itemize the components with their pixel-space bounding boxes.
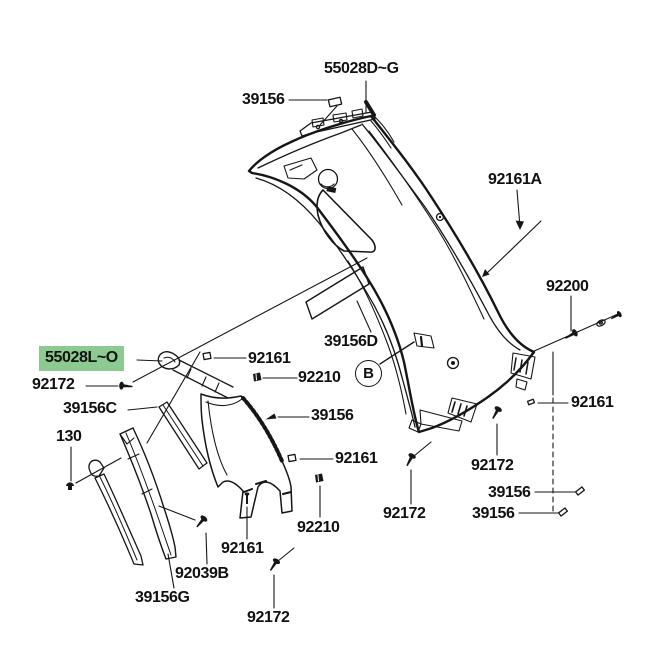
screw-icon	[406, 453, 416, 467]
part-label-55028l-o-highlighted[interactable]: 55028L~O	[39, 346, 124, 371]
part-label-92172-left[interactable]: 92172	[32, 376, 75, 393]
windscreen-bracket-drawing	[299, 100, 395, 149]
rivet-icon	[202, 351, 212, 361]
rivet-icon	[526, 398, 536, 406]
rivet-icon	[66, 482, 74, 490]
screw-icon	[610, 310, 622, 320]
part-label-130[interactable]: 130	[56, 428, 82, 445]
part-label-92039b[interactable]: 92039B	[175, 565, 229, 582]
clip-icon	[253, 372, 262, 382]
part-label-39156-right-lower[interactable]: 39156	[472, 505, 515, 522]
part-label-92172-right[interactable]: 92172	[471, 457, 514, 474]
inner-panel-drawing	[157, 351, 293, 519]
part-label-92200[interactable]: 92200	[546, 278, 589, 295]
screw-icon	[492, 406, 502, 419]
part-label-39156-right-upper[interactable]: 39156	[488, 484, 531, 501]
part-label-39156-mid[interactable]: 39156	[311, 407, 354, 424]
screw-icon	[196, 515, 208, 528]
part-label-39156c[interactable]: 39156C	[63, 400, 117, 417]
part-label-92172-mid[interactable]: 92172	[383, 505, 426, 522]
leader-lines	[70, 80, 619, 609]
trim-strips-drawing	[88, 401, 208, 566]
view-marker-b: B	[355, 360, 382, 387]
pad-icon	[574, 486, 586, 496]
pad-icon	[557, 507, 569, 517]
part-label-92161-right[interactable]: 92161	[571, 394, 614, 411]
pad-icon	[327, 96, 343, 108]
part-label-92172-bottom[interactable]: 92172	[247, 609, 290, 626]
part-label-92161-mid[interactable]: 92161	[335, 450, 378, 467]
part-label-92210-lower[interactable]: 92210	[297, 519, 340, 536]
clip-icon	[315, 473, 324, 483]
part-label-92161-upper[interactable]: 92161	[248, 350, 291, 367]
part-label-39156d[interactable]: 39156D	[324, 333, 378, 350]
rivet-icon	[287, 453, 297, 463]
screw-icon	[269, 558, 281, 571]
part-label-55028d-g[interactable]: 55028D~G	[324, 60, 399, 77]
part-label-39156g[interactable]: 39156G	[135, 589, 190, 606]
pad-icon	[265, 413, 277, 420]
screw-icon	[119, 381, 133, 390]
upper-cowling-drawing	[146, 114, 536, 444]
part-label-92210-upper[interactable]: 92210	[298, 369, 341, 386]
part-label-92161-lower[interactable]: 92161	[221, 540, 264, 557]
pin-icon	[244, 492, 250, 504]
fastener-icons	[66, 96, 622, 571]
part-label-92161a[interactable]: 92161A	[488, 171, 542, 188]
part-label-39156-top[interactable]: 39156	[242, 91, 285, 108]
